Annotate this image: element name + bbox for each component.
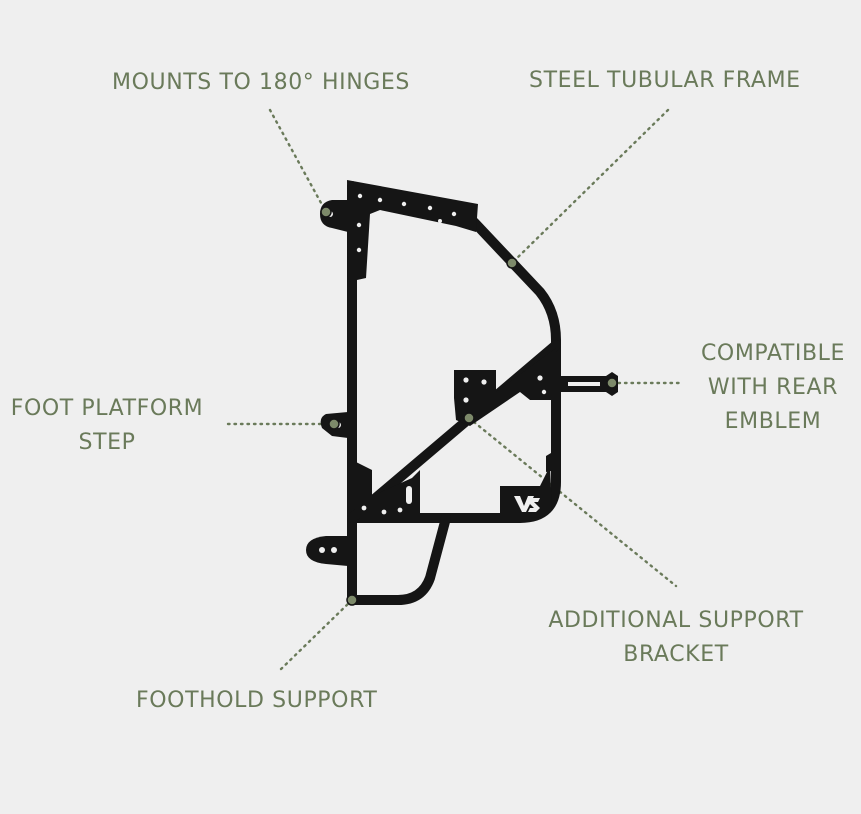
callout-frame: STEEL TUBULAR FRAME bbox=[529, 64, 801, 98]
callout-hinges-text: MOUNTS TO 180° HINGES bbox=[112, 70, 410, 95]
hinge-holes bbox=[319, 211, 337, 553]
marker-bracket bbox=[463, 412, 475, 424]
marker-foot-step bbox=[328, 418, 340, 430]
leader-foothold bbox=[276, 598, 354, 674]
emblem-mount-slot bbox=[568, 382, 600, 386]
frame-foothold-loop bbox=[347, 513, 451, 605]
marker-frame bbox=[506, 257, 518, 269]
leader-bracket bbox=[467, 416, 678, 588]
marker-hinges bbox=[320, 206, 332, 218]
bracket-holes bbox=[463, 375, 547, 403]
callout-bracket: ADDITIONAL SUPPORT BRACKET bbox=[530, 604, 822, 672]
callout-hinges: MOUNTS TO 180° HINGES bbox=[112, 66, 410, 100]
callout-foothold-text: FOOTHOLD SUPPORT bbox=[136, 688, 378, 713]
callout-emblem-line-1: COMPATIBLE bbox=[700, 341, 846, 366]
callout-emblem-line-2: WITH REAR bbox=[707, 375, 839, 400]
top-gusset bbox=[347, 180, 478, 282]
logo-icon bbox=[514, 496, 540, 512]
marker-foothold bbox=[346, 594, 358, 606]
logo-lettering: VS bbox=[526, 527, 528, 529]
callout-foot-step: FOOT PLATFORM STEP bbox=[0, 392, 214, 460]
rear-upper-tab bbox=[546, 450, 556, 472]
lower-left-gusset bbox=[356, 462, 420, 518]
callout-emblem: COMPATIBLE WITH REAR EMBLEM bbox=[688, 337, 858, 439]
marker-emblem bbox=[606, 377, 618, 389]
callout-foot-step-line-2: STEP bbox=[78, 430, 136, 455]
leader-hinges bbox=[268, 108, 328, 214]
callout-emblem-line-3: EMBLEM bbox=[724, 409, 822, 434]
callout-foot-step-line-1: FOOT PLATFORM bbox=[10, 396, 204, 421]
callout-foothold: FOOTHOLD SUPPORT bbox=[136, 684, 377, 718]
lower-gusset-holes bbox=[361, 486, 412, 515]
gusset-holes bbox=[356, 193, 457, 253]
lower-hinge-tab bbox=[306, 536, 348, 566]
callout-markers bbox=[320, 206, 618, 606]
callout-frame-text: STEEL TUBULAR FRAME bbox=[529, 68, 801, 93]
callout-bracket-line-2: BRACKET bbox=[623, 642, 729, 667]
leader-frame bbox=[510, 108, 670, 265]
callout-bracket-line-1: ADDITIONAL SUPPORT bbox=[548, 608, 804, 633]
leader-lines bbox=[226, 108, 682, 674]
center-bracket bbox=[454, 348, 556, 426]
lower-right-gusset bbox=[500, 466, 552, 518]
